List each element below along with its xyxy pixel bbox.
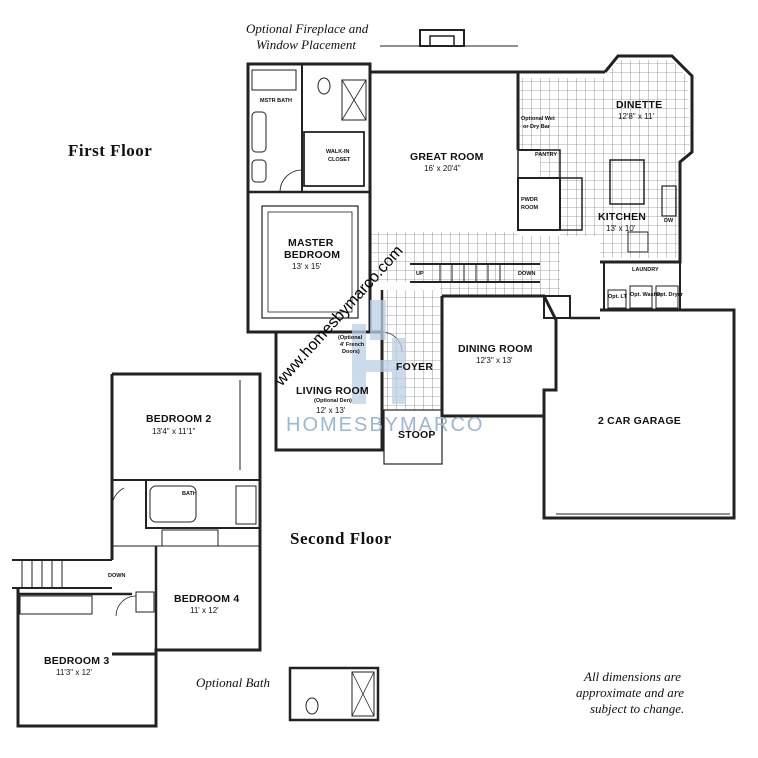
living-room-dim: 12' x 13' bbox=[316, 406, 346, 415]
great-room-label: GREAT ROOM bbox=[410, 151, 484, 163]
great-room-dim: 16' x 20'4" bbox=[424, 164, 461, 173]
master-bedroom-label-1: MASTER bbox=[288, 237, 334, 249]
stoop-label: STOOP bbox=[398, 429, 436, 441]
second-floor-walls bbox=[12, 372, 262, 728]
optional-fireplace-label: Optional Fireplace and bbox=[246, 21, 369, 36]
garage-label: 2 CAR GARAGE bbox=[598, 415, 681, 427]
dining-room-dim: 12'3" x 13' bbox=[476, 356, 513, 365]
bedroom-3-dim: 11'3" x 12' bbox=[56, 668, 92, 677]
homesbymarco-logo-icon bbox=[352, 300, 406, 404]
master-bedroom-label-2: BEDROOM bbox=[284, 249, 341, 261]
kitchen-dim: 13' x 10' bbox=[606, 224, 636, 233]
disclaimer-line-2: approximate and are bbox=[576, 685, 685, 700]
dry-bar-label: or Dry Bar bbox=[523, 124, 550, 130]
main-floor-walls bbox=[274, 29, 736, 520]
bedroom-4-dim: 11' x 12' bbox=[190, 606, 219, 615]
bedroom-3-label: BEDROOM 3 bbox=[44, 655, 110, 667]
watermark-brand: HOMESBYMARCO bbox=[286, 414, 485, 436]
optional-bath bbox=[288, 666, 380, 722]
dinette-label: DINETTE bbox=[616, 99, 663, 111]
french-doors-label-1: (Optional bbox=[338, 335, 363, 341]
optional-wet-label: Optional Wet bbox=[521, 116, 555, 122]
opt-lt-label: Opt. LT bbox=[608, 294, 627, 300]
second-floor-title: Second Floor bbox=[290, 529, 392, 548]
bedroom-2-dim: 13'4" x 11'1" bbox=[152, 427, 196, 436]
dishwasher-label: DW bbox=[664, 218, 674, 224]
first-floor-title: First Floor bbox=[68, 141, 153, 160]
bedroom-2-label: BEDROOM 2 bbox=[146, 413, 212, 425]
optional-bath-label: Optional Bath bbox=[196, 675, 271, 690]
pwdr-room-label: ROOM bbox=[521, 205, 539, 211]
bedroom-4-label: BEDROOM 4 bbox=[174, 593, 240, 605]
dinette-dim: 12'8" x 11' bbox=[618, 112, 654, 121]
french-doors-label-3: Doors) bbox=[342, 349, 360, 355]
opt-washer-label: Opt. Washer bbox=[630, 292, 663, 298]
laundry-label: LAUNDRY bbox=[632, 267, 659, 273]
kitchen-label: KITCHEN bbox=[598, 211, 647, 223]
stair-down-2-label: DOWN bbox=[108, 573, 126, 579]
living-room-label: LIVING ROOM bbox=[296, 385, 369, 397]
stair-up-label: UP bbox=[416, 271, 424, 277]
disclaimer-line-3: subject to change. bbox=[590, 701, 685, 716]
bath-label: BATH bbox=[182, 491, 197, 497]
pantry-label: PANTRY bbox=[535, 152, 557, 158]
window-placement-label: Window Placement bbox=[256, 37, 357, 52]
closet-label: CLOSET bbox=[328, 157, 351, 163]
stair-down-label: DOWN bbox=[518, 271, 536, 277]
dining-room-label: DINING ROOM bbox=[458, 343, 533, 355]
master-bedroom-dim: 13' x 15' bbox=[292, 262, 322, 271]
living-room-optional-label: (Optional Den) bbox=[314, 398, 352, 404]
opt-dryer-label: Opt. Dryer bbox=[656, 292, 683, 298]
walk-in-label: WALK-IN bbox=[326, 149, 350, 155]
french-doors-label-2: 4' French bbox=[340, 342, 365, 348]
foyer-label: FOYER bbox=[396, 361, 434, 373]
mstr-bath-label: MSTR BATH bbox=[260, 98, 292, 104]
disclaimer-line-1: All dimensions are bbox=[584, 669, 682, 684]
pwdr-label: PWDR bbox=[521, 197, 538, 203]
